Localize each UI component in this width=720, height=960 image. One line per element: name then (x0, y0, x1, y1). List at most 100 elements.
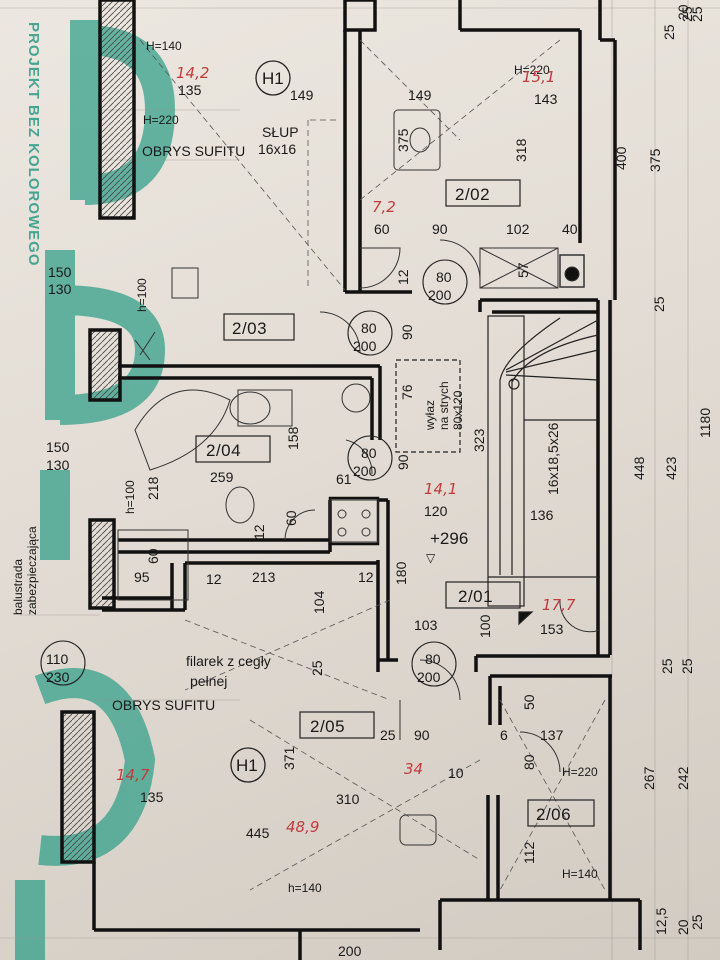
column-size: 16x16 (258, 141, 297, 157)
dimension: 90 (399, 324, 415, 340)
dimension: 90 (432, 221, 448, 237)
dimension: 400 (613, 146, 629, 170)
dimension: 20 (675, 4, 691, 20)
fixtures (117, 109, 585, 846)
handwritten-note: 14,1 (424, 480, 458, 498)
dimension: 25 (651, 296, 667, 312)
h1-marker-bottom (230, 747, 266, 783)
door-label: 200 (353, 338, 377, 354)
ceiling-outline-label-top: OBRYS SUFITU (142, 143, 246, 159)
window-label: 230 (46, 669, 70, 685)
dimension: 57 (515, 262, 531, 278)
window-label: 130 (48, 281, 72, 297)
attic-hatch-label-1: wyłaz (423, 399, 437, 430)
h1-label-bottom: H1 (236, 756, 258, 775)
stairs (487, 315, 600, 626)
room-label-2-04: 2/04 (206, 441, 242, 460)
dimension: 112 (521, 841, 537, 864)
dimension: 158 (285, 426, 301, 450)
dimension: 90 (414, 727, 430, 743)
window-label: 150 (48, 264, 72, 280)
dimension: 90 (395, 454, 411, 470)
dimension: 12 (251, 524, 267, 540)
handwritten-note: 17,7 (542, 596, 576, 614)
handwritten-note: 48,9 (286, 818, 320, 836)
dimension: 267 (641, 766, 657, 790)
dimension: 323 (471, 428, 487, 452)
dimension: 135 (178, 82, 202, 98)
sill-height-1: h=100 (135, 278, 149, 312)
door-label: 200 (428, 287, 452, 303)
door-label: 80 (361, 445, 377, 461)
h1-label-top: H1 (262, 69, 284, 88)
room-label-2-05: 2/05 (310, 717, 346, 736)
dimension: 371 (281, 746, 297, 770)
balustrade-label-1: balustrada (11, 558, 25, 615)
dimension: 375 (395, 128, 411, 152)
dimension: 180 (393, 561, 409, 585)
dimension: 448 (631, 456, 647, 480)
attic-hatch-label-2: na strych (437, 381, 451, 430)
dimension: 445 (246, 825, 270, 841)
dimension: 136 (530, 507, 554, 523)
door-label: 80 (436, 269, 452, 285)
height-220-right: H=220 (514, 63, 550, 77)
height-140-top: H=140 (146, 39, 182, 53)
height-140-bottom: h=140 (288, 881, 322, 895)
height-220-top: H=220 (143, 113, 179, 127)
door-label: 80 (425, 651, 441, 667)
dimension: 149 (408, 87, 432, 103)
dimension: 50 (521, 694, 537, 710)
dimension: 12,5 (653, 907, 669, 935)
dimension: 20 (675, 919, 691, 935)
dimension: 12 (358, 569, 374, 585)
dimension: 25 (689, 6, 705, 22)
handwritten-note: 7,2 (372, 198, 396, 216)
column-label: SŁUP (262, 124, 299, 140)
dimension: 61 (336, 471, 352, 487)
attic-hatch (395, 359, 461, 453)
dimension: 80 (521, 754, 537, 770)
room-label-2-06: 2/06 (536, 805, 572, 824)
dimension: 218 (145, 476, 161, 500)
dimension: 120 (424, 503, 448, 519)
dimension: 60 (145, 548, 161, 564)
handwritten-note: 14,7 (116, 766, 150, 784)
door-swings (284, 239, 601, 773)
dimension: 12 (206, 571, 222, 587)
dimension: 102 (506, 221, 530, 237)
window-label: 130 (46, 457, 70, 473)
window-label: 110 (46, 651, 69, 667)
dimension: 1180 (697, 407, 713, 438)
dimension: 423 (663, 456, 679, 480)
door-label: 200 (417, 669, 441, 685)
dimension: 310 (336, 791, 360, 807)
height-140-bath: H=140 (562, 867, 598, 881)
dimension: 135 (140, 789, 164, 805)
stairs-label: 16x18,5x26 (545, 422, 561, 495)
handwritten-note: 14,2 (176, 64, 210, 82)
dimension: 12 (395, 269, 411, 285)
ceiling-outline-label-bottom: OBRYS SUFITU (112, 697, 216, 713)
dimension: 100 (477, 614, 493, 638)
room-label-2-01: 2/01 (458, 587, 494, 606)
dimension: 25 (309, 660, 325, 676)
dimension: 103 (414, 617, 438, 633)
window-label: 150 (46, 439, 70, 455)
attic-hatch-label-3: 80x120 (451, 390, 465, 430)
dimension: 10 (448, 765, 464, 781)
dimension: 149 (290, 87, 314, 103)
room-label-2-03: 2/03 (232, 319, 268, 338)
dimension: 242 (675, 766, 691, 790)
door-label: 200 (353, 463, 377, 479)
dimension: 25 (661, 24, 677, 40)
dimension: 60 (283, 510, 299, 526)
dimension: 259 (210, 469, 234, 485)
dimension: 40 (562, 221, 578, 237)
dimension: 200 (338, 943, 362, 959)
door-label: 80 (361, 320, 377, 336)
dimension: 137 (540, 727, 564, 743)
dimension: 25 (679, 658, 695, 674)
height-220-bath: H=220 (562, 765, 598, 779)
